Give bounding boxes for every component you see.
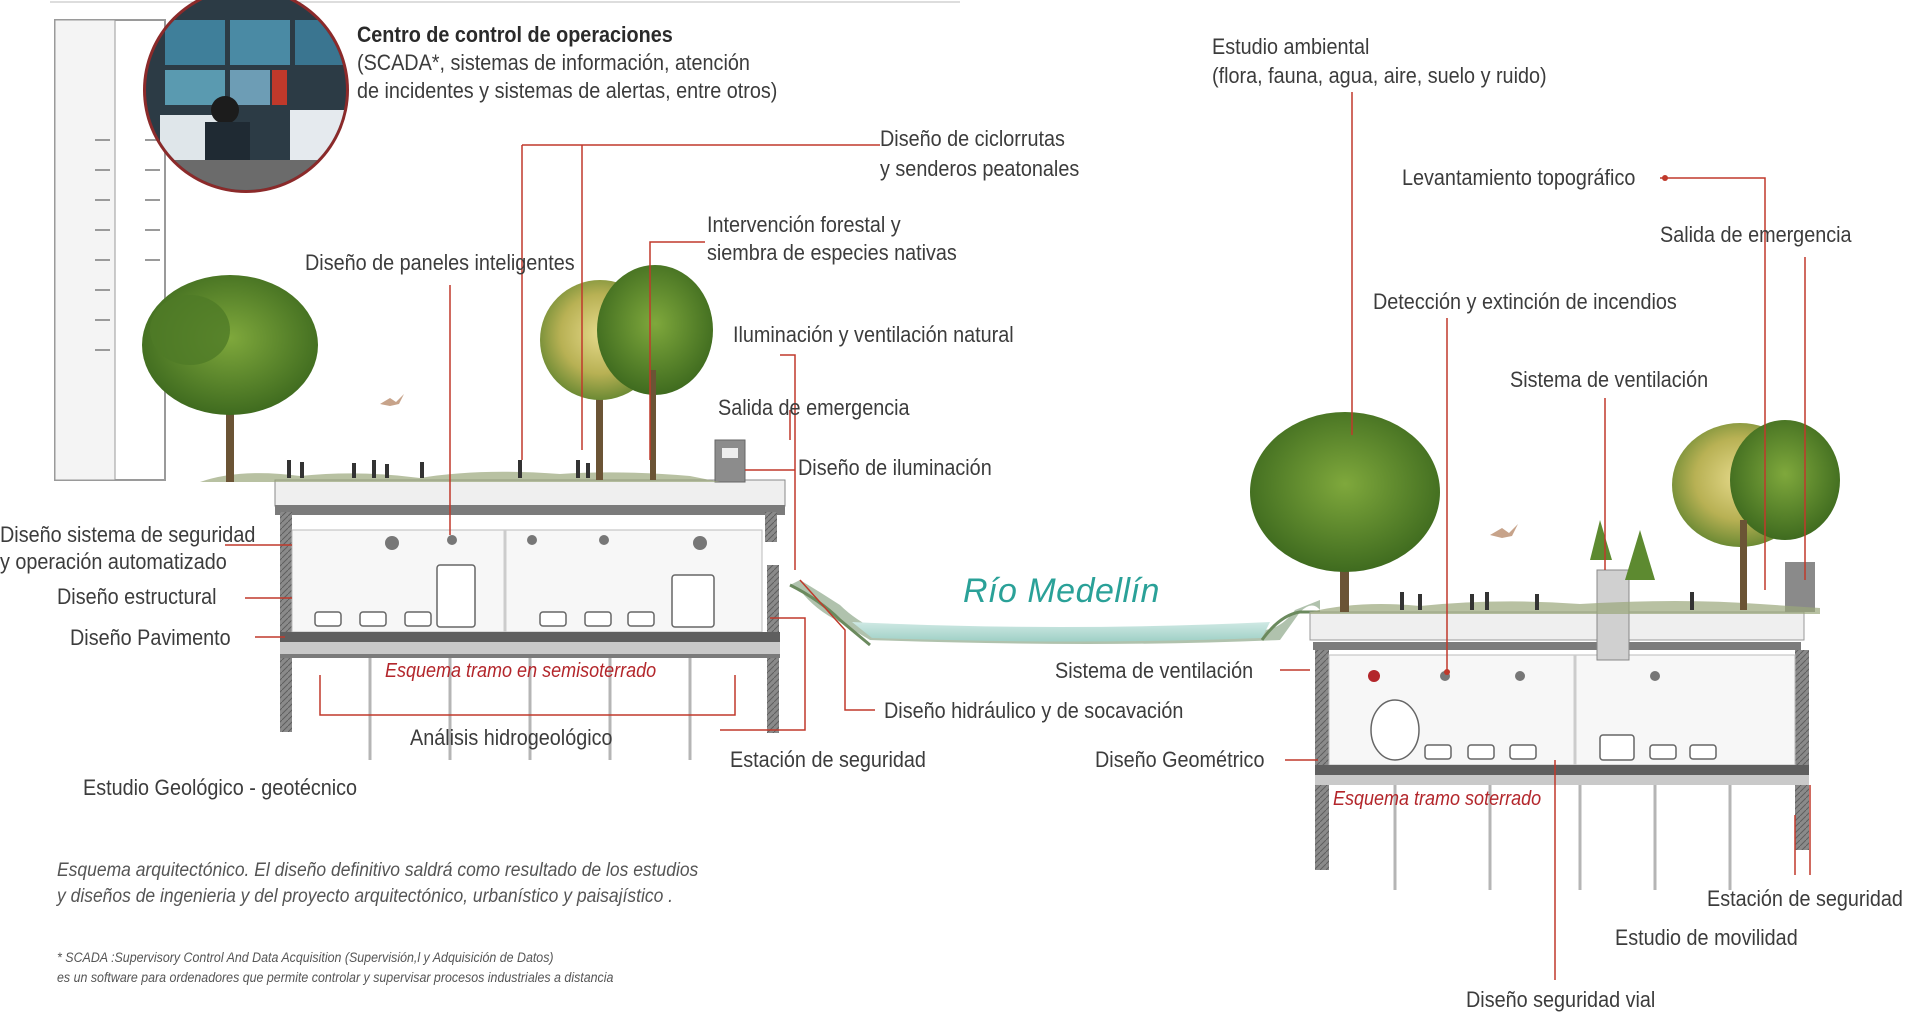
label-ambiental-1: Estudio ambiental bbox=[1212, 34, 1370, 59]
control-center-title: Centro de control de operaciones bbox=[357, 22, 673, 47]
label-paneles: Diseño de paneles inteligentes bbox=[305, 250, 575, 275]
label-incendios: Detección y extinción de incendios bbox=[1373, 289, 1677, 314]
label-ambiental-2: (flora, fauna, agua, aire, suelo y ruido… bbox=[1212, 63, 1547, 88]
label-ciclorrutas-1: Diseño de ciclorrutas bbox=[880, 126, 1065, 151]
label-seguridad-1: Diseño sistema de seguridad bbox=[0, 522, 256, 547]
tunnel-semisoterrado bbox=[274, 439, 786, 760]
note-line-1: Esquema arquitectónico. El diseño defini… bbox=[57, 860, 699, 881]
control-center-line-2: de incidentes y sistemas de alertas, ent… bbox=[357, 78, 778, 103]
label-diseno-iluminacion: Diseño de iluminación bbox=[798, 455, 992, 480]
label-hidrogeologico: Análisis hidrogeológico bbox=[410, 725, 613, 750]
label-salida-emergencia-right: Salida de emergencia bbox=[1660, 222, 1852, 247]
label-esquema-semisoterrado: Esquema tramo en semisoterrado bbox=[385, 660, 657, 682]
label-geometrico: Diseño Geométrico bbox=[1095, 747, 1265, 772]
label-estructural: Diseño estructural bbox=[57, 584, 217, 609]
footnote-line-2: es un software para ordenadores que perm… bbox=[57, 970, 614, 985]
label-estacion-seguridad-right: Estación de seguridad bbox=[1707, 886, 1903, 911]
label-esquema-soterrado: Esquema tramo soterrado bbox=[1333, 788, 1542, 810]
label-pavimento: Diseño Pavimento bbox=[70, 625, 231, 650]
control-center-photo bbox=[143, 0, 349, 193]
river-name: Río Medellín bbox=[963, 572, 1160, 610]
label-geologico: Estudio Geológico - geotécnico bbox=[83, 775, 358, 800]
label-hidraulico: Diseño hidráulico y de socavación bbox=[884, 698, 1184, 723]
note-line-2: y diseños de ingenieria y del proyecto a… bbox=[57, 886, 674, 907]
label-forestal-1: Intervención forestal y bbox=[707, 212, 901, 237]
right-park bbox=[1250, 412, 1840, 614]
label-movilidad: Estudio de movilidad bbox=[1615, 925, 1798, 950]
label-seguridad-vial: Diseño seguridad vial bbox=[1466, 987, 1656, 1012]
label-ciclorrutas-2: y senderos peatonales bbox=[880, 156, 1080, 181]
label-topografico: Levantamiento topográfico bbox=[1402, 165, 1636, 190]
label-ventilacion-top: Sistema de ventilación bbox=[1510, 367, 1709, 392]
leader-lines bbox=[225, 92, 1811, 980]
label-iluminacion-natural: Iluminación y ventilación natural bbox=[733, 322, 1014, 347]
leader-dots bbox=[1444, 175, 1668, 675]
label-ventilacion-left: Sistema de ventilación bbox=[1055, 658, 1254, 683]
left-park bbox=[142, 265, 720, 482]
label-salida-emergencia-left: Salida de emergencia bbox=[718, 395, 910, 420]
label-forestal-2: siembra de especies nativas bbox=[707, 240, 957, 265]
tunnel-soterrado bbox=[1309, 562, 1815, 890]
label-estacion-seguridad-left: Estación de seguridad bbox=[730, 747, 926, 772]
label-seguridad-2: y operación automatizado bbox=[0, 549, 227, 574]
footnote-line-1: * SCADA :Supervisory Control And Data Ac… bbox=[57, 950, 554, 965]
control-center-line-1: (SCADA*, sistemas de información, atenci… bbox=[357, 50, 750, 75]
